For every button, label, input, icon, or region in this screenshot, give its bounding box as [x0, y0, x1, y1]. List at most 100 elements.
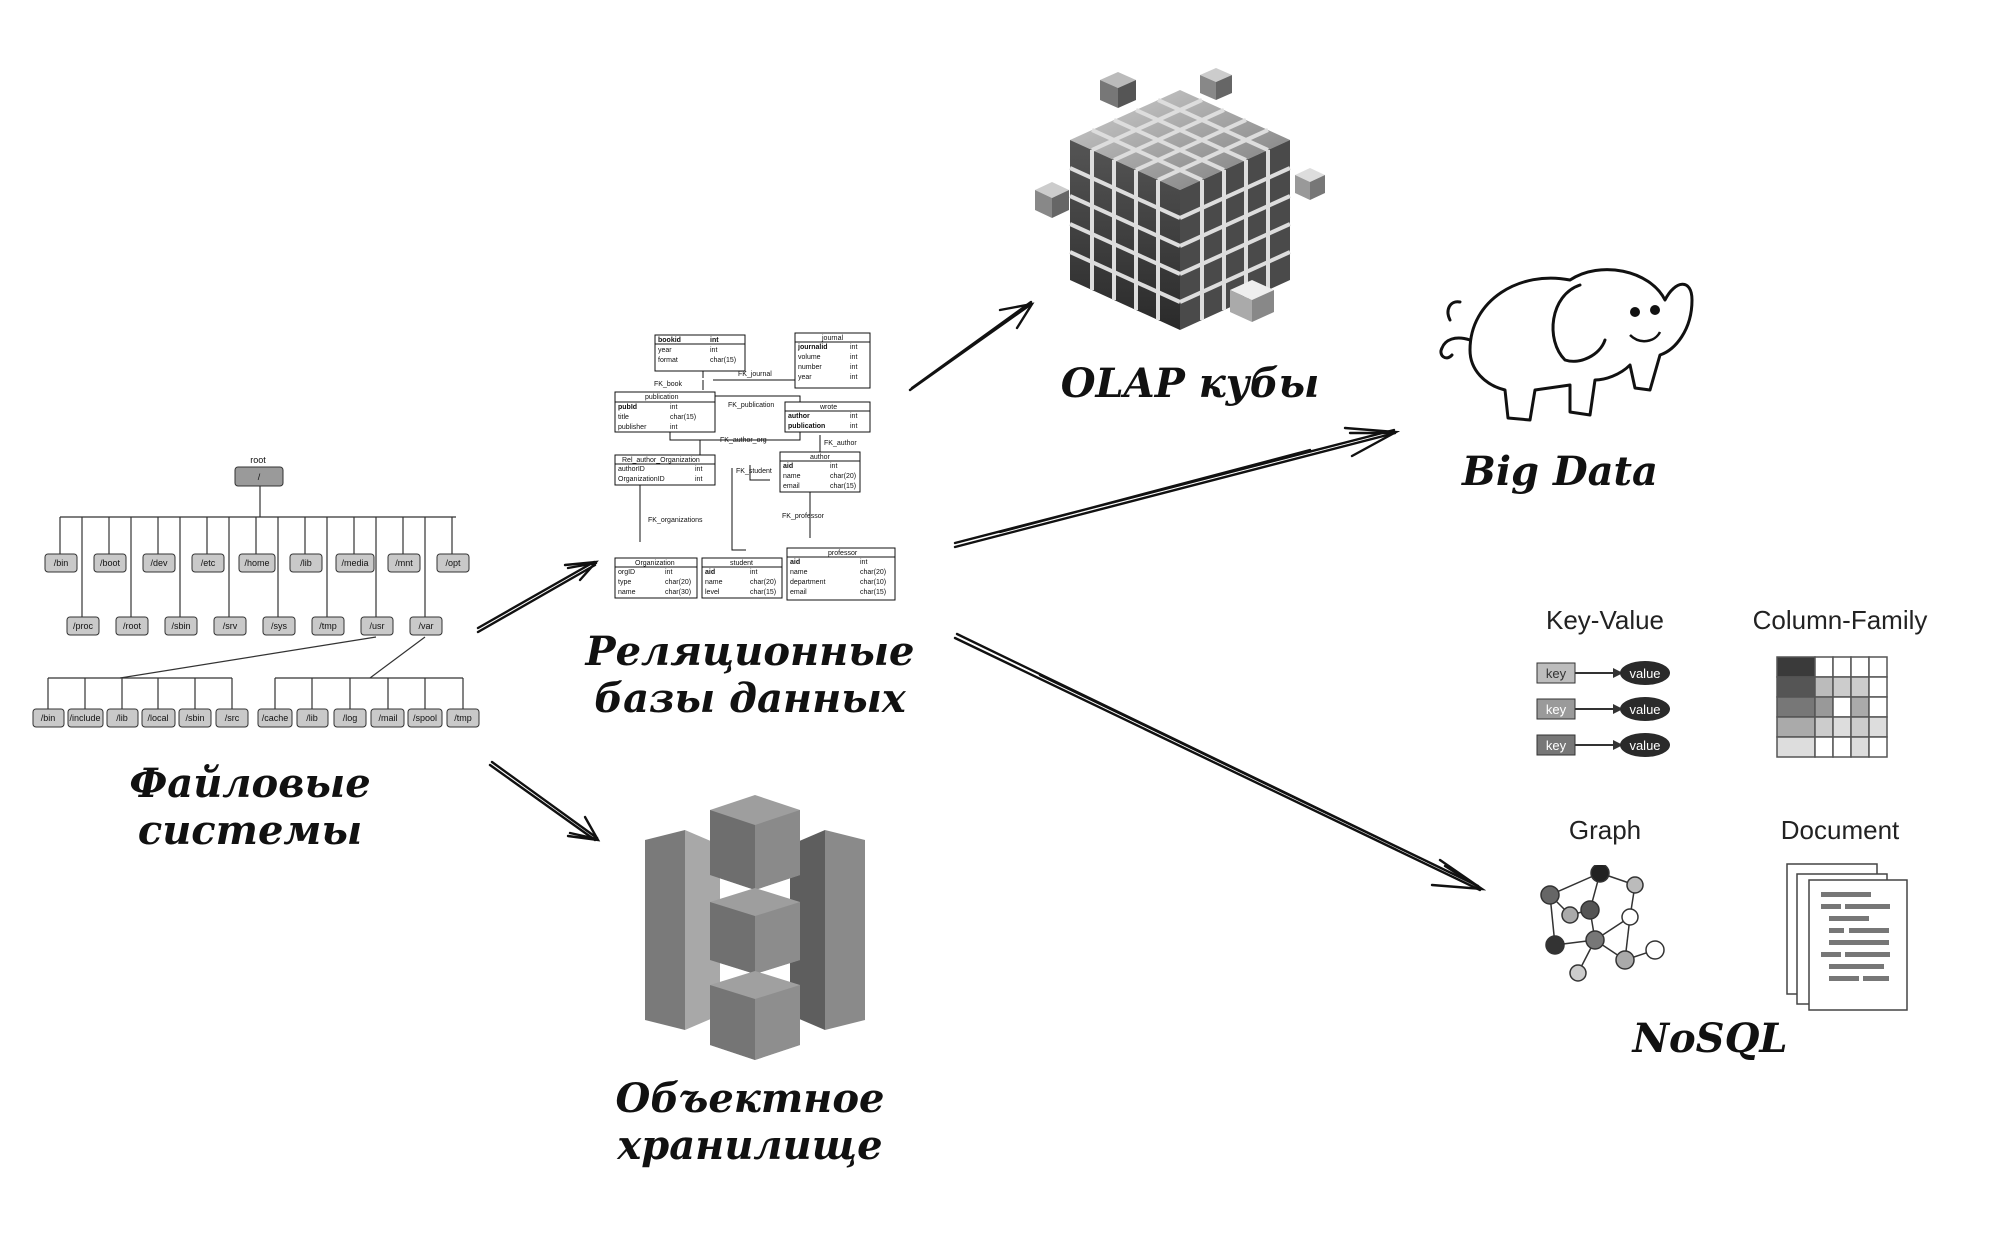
folder: /mnt [395, 558, 413, 568]
folder: /sbin [171, 621, 190, 631]
folder: /media [341, 558, 368, 568]
folder: /sbin [185, 713, 204, 723]
er-cell: int [830, 463, 837, 470]
root-caption: root [250, 455, 266, 465]
folder: /local [147, 713, 168, 723]
er-cell: year [658, 347, 672, 354]
er-cell: int [670, 404, 677, 411]
object-storage-icon [645, 795, 865, 1060]
er-cell: publisher [618, 424, 647, 431]
er-title: student [730, 560, 753, 567]
er-cell: aid [705, 569, 715, 576]
er-cell: int [665, 569, 672, 576]
graph-icon [1540, 865, 1665, 982]
er-cell: year [798, 374, 812, 381]
folder: /lib [300, 558, 312, 568]
var-children-folders: /cache /lib /log /mail /spool /tmp [257, 708, 480, 728]
er-cell: char(10) [860, 579, 886, 586]
label-olap: OLAP кубы [1060, 360, 1320, 407]
er-title: wrote [819, 404, 837, 411]
folder: /home [244, 558, 269, 568]
folder: /dev [150, 558, 168, 568]
er-cell: char(15) [710, 357, 736, 364]
folder: /tmp [454, 713, 472, 723]
er-cell: bookid [658, 337, 681, 344]
folder: /srv [223, 621, 238, 631]
arrow-rel-to-bigdata [953, 428, 1397, 549]
arrow-rel-to-olap [908, 300, 1033, 392]
er-cell: char(15) [860, 589, 886, 596]
value-text: value [1629, 702, 1660, 717]
folder: /etc [201, 558, 216, 568]
fk-journal: FK_journal [738, 371, 772, 378]
er-cell: author [788, 413, 810, 420]
er-cell: volume [798, 354, 821, 361]
er-cell: aid [790, 559, 800, 566]
filesystem-tree: root / /bin /boot /dev /etc /home /lib /… [32, 455, 480, 728]
er-cell: int [850, 344, 857, 351]
arrow-rel-to-olap-head [998, 302, 1035, 330]
er-cell: int [695, 466, 702, 473]
er-cell: char(15) [750, 589, 776, 596]
er-cell: email [783, 483, 800, 490]
er-cell: name [783, 473, 801, 480]
label-relational: Реляционные базы данных [585, 628, 915, 723]
usr-children-folders: /bin /include /lib /local /sbin /src [32, 708, 249, 728]
key-text: key [1546, 666, 1567, 681]
er-cell: name [618, 589, 636, 596]
er-cell: int [695, 476, 702, 483]
er-cell: pubId [618, 404, 637, 411]
er-cell: char(30) [665, 589, 691, 596]
er-cell: orgID [618, 569, 635, 576]
er-cell: int [860, 559, 867, 566]
key-text: key [1546, 702, 1567, 717]
folder: /log [343, 713, 358, 723]
er-cell: char(20) [830, 473, 856, 480]
er-title: Organization [635, 560, 675, 567]
folder: /lib [116, 713, 128, 723]
column-family-icon [1776, 656, 1888, 758]
er-cell: number [798, 364, 822, 371]
er-cell: int [850, 364, 857, 371]
er-cell: int [670, 424, 677, 431]
fk-author: FK_author [824, 440, 857, 447]
er-cell: int [710, 337, 719, 344]
folder: /sys [271, 621, 288, 631]
er-cell: name [790, 569, 808, 576]
label-column-family: Column-Family [1752, 605, 1928, 635]
folder: /cache [262, 713, 289, 723]
er-title: Rel_author_Organization [622, 457, 700, 464]
folder: /lib [306, 713, 318, 723]
fk-organizations: FK_organizations [648, 517, 703, 524]
er-cell: OrganizationID [618, 476, 665, 483]
value-text: value [1629, 666, 1660, 681]
er-cell: department [790, 579, 825, 586]
folder: /root [123, 621, 142, 631]
fk-professor: FK_professor [782, 513, 825, 520]
label-document: Document [1780, 815, 1900, 845]
er-cell: aid [783, 463, 793, 470]
folder: /opt [445, 558, 461, 568]
er-cell: char(15) [670, 414, 696, 421]
er-cell: int [850, 423, 857, 430]
er-cell: format [658, 357, 678, 364]
folder: /bin [54, 558, 69, 568]
folder: /var [418, 621, 433, 631]
er-title: journal [821, 335, 843, 342]
folder: /proc [73, 621, 94, 631]
folder: /mail [378, 713, 397, 723]
er-tables: bookid int year int format char(15) journal… [614, 332, 896, 601]
er-cell: char(15) [830, 483, 856, 490]
er-cell: int [710, 347, 717, 354]
arrow-rel-to-nosql-head [1430, 858, 1487, 891]
label-object-storage: Объектное хранилище [615, 1075, 885, 1170]
root-folder: / [258, 472, 261, 482]
er-cell: int [850, 354, 857, 361]
folder: /src [225, 713, 240, 723]
er-title: publication [645, 394, 679, 401]
er-cell: type [618, 579, 631, 586]
er-cell: int [850, 374, 857, 381]
er-cell: email [790, 589, 807, 596]
er-cell: int [850, 413, 857, 420]
